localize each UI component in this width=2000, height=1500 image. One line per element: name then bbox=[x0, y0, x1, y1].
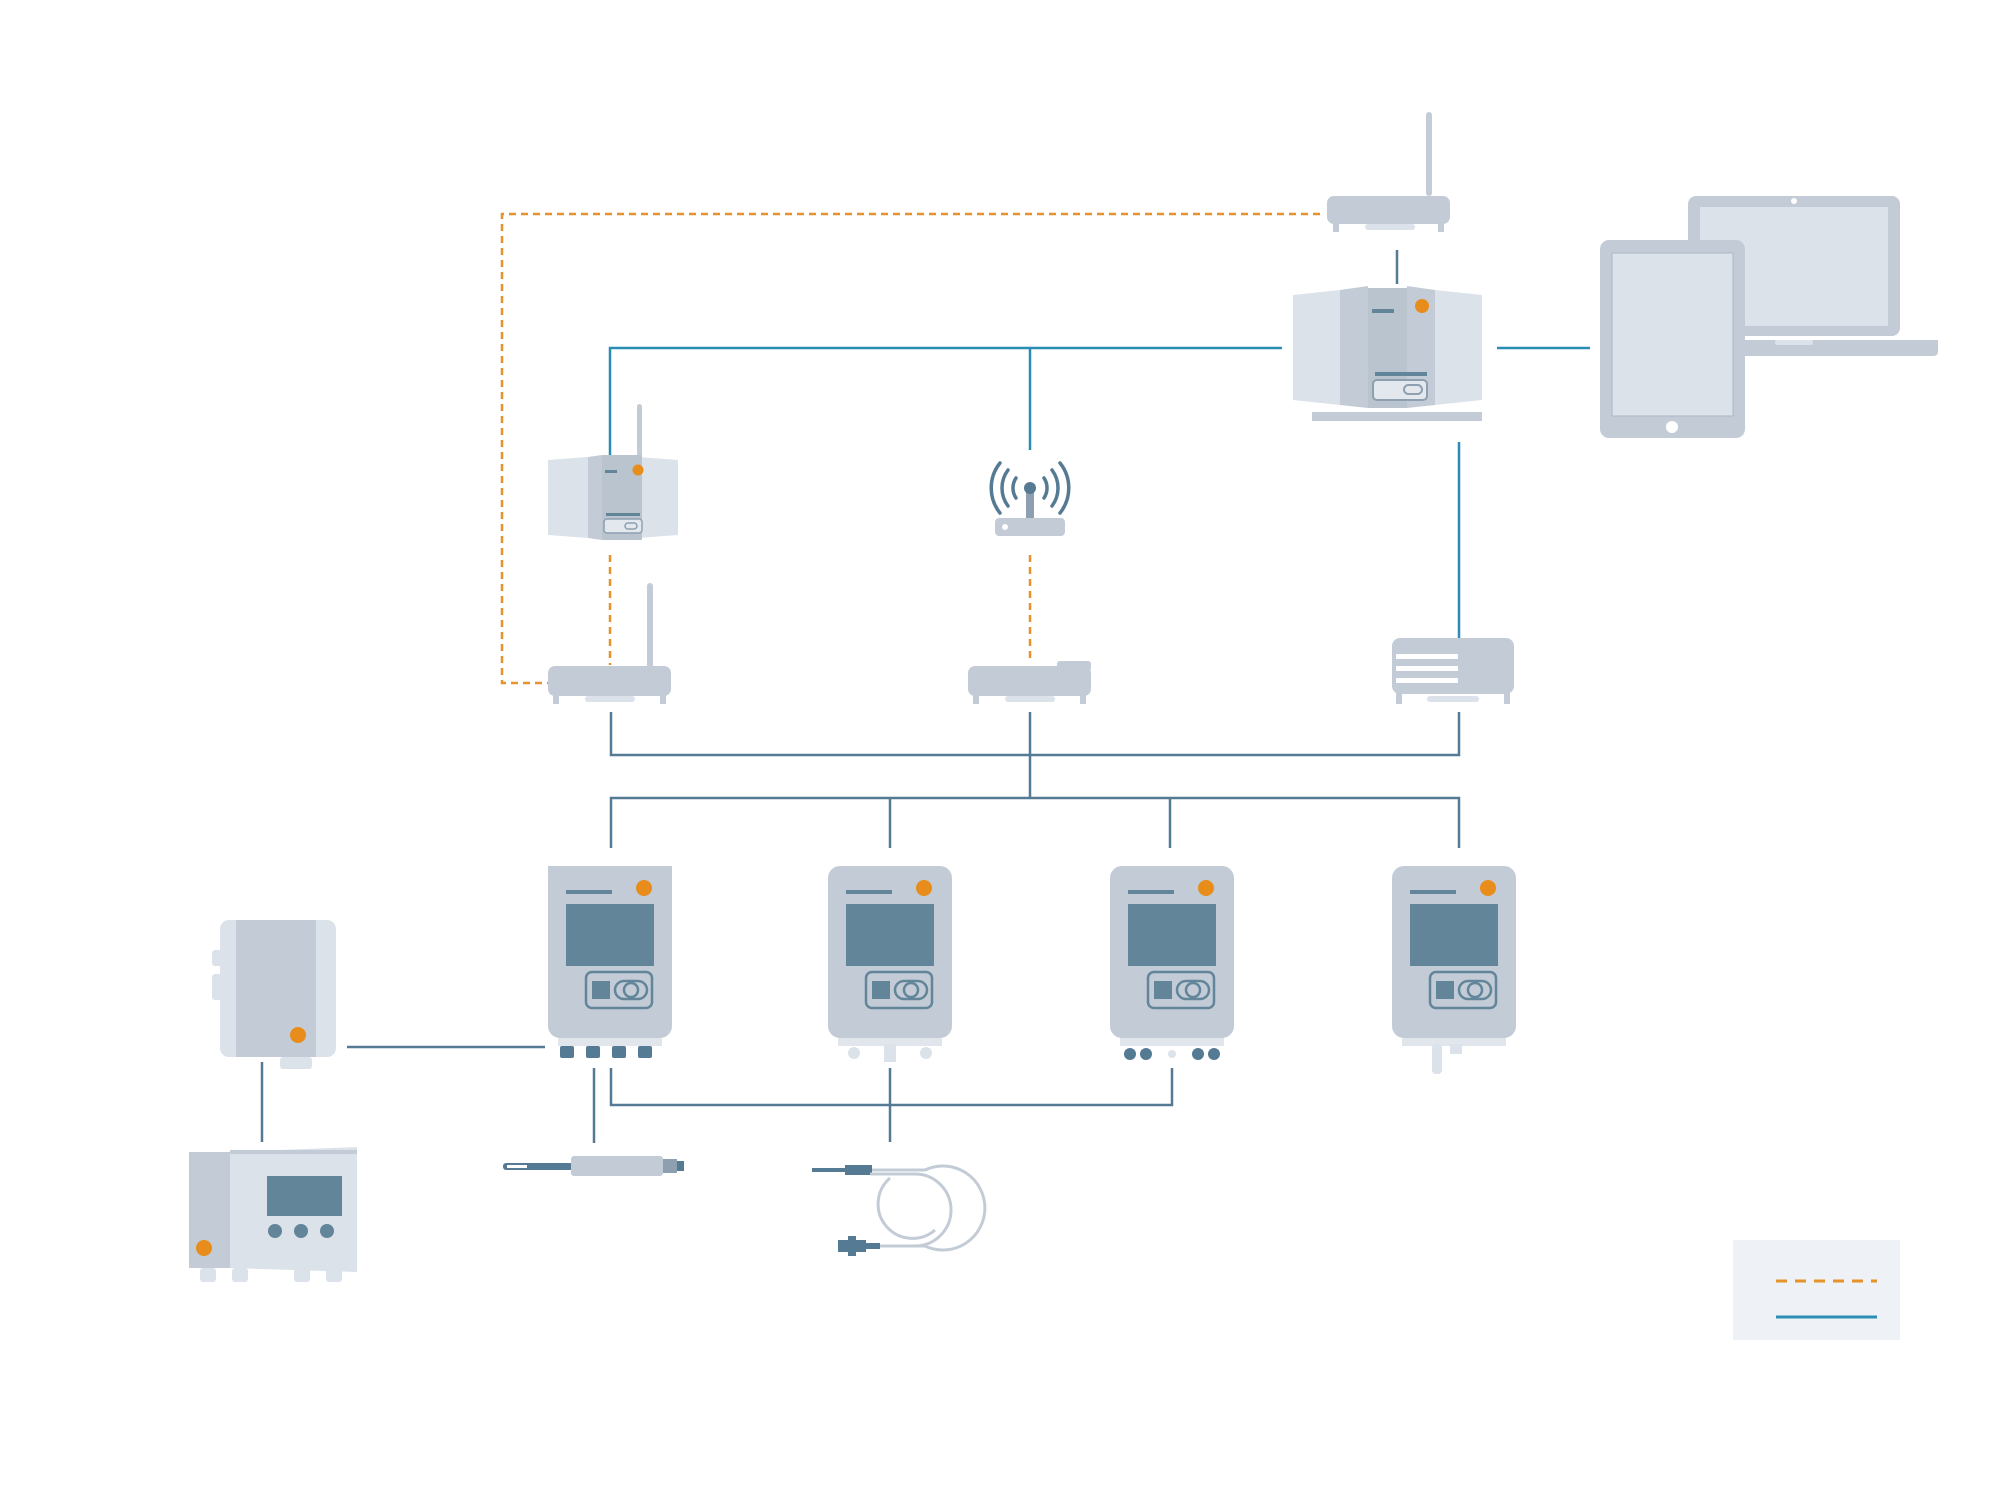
data-logger-icon[interactable] bbox=[828, 866, 952, 1062]
tablet-icon bbox=[1600, 240, 1745, 438]
data-logger-icon[interactable] bbox=[548, 866, 672, 1058]
wireless-router-icon bbox=[1327, 112, 1450, 232]
probe-bus bbox=[609, 1068, 1174, 1107]
base-station-icon bbox=[548, 404, 678, 540]
wireless-connections bbox=[500, 212, 1320, 685]
cable-probe-icon bbox=[812, 1164, 987, 1256]
network-bridge-icon bbox=[968, 661, 1091, 704]
wireless-link-router-to-bridge bbox=[500, 212, 1320, 685]
legend bbox=[1733, 1240, 1900, 1340]
bus-upper bbox=[609, 712, 1461, 757]
wifi-access-point-icon bbox=[989, 461, 1071, 536]
analog-module-icon bbox=[212, 920, 336, 1069]
data-server-icon bbox=[1293, 286, 1482, 421]
ethernet-backbone bbox=[608, 346, 1282, 455]
bus-lower bbox=[609, 796, 1461, 848]
data-logger-icon[interactable] bbox=[1110, 866, 1234, 1060]
data-logger-icon[interactable] bbox=[1392, 866, 1516, 1074]
radio-bridge-icon bbox=[548, 583, 671, 704]
transmitter-icon bbox=[189, 1147, 357, 1282]
temperature-probe-icon bbox=[503, 1156, 684, 1176]
bus-connections bbox=[260, 712, 1461, 1143]
ethernet-connections bbox=[608, 250, 1590, 638]
bus-converter-icon bbox=[1392, 638, 1514, 704]
